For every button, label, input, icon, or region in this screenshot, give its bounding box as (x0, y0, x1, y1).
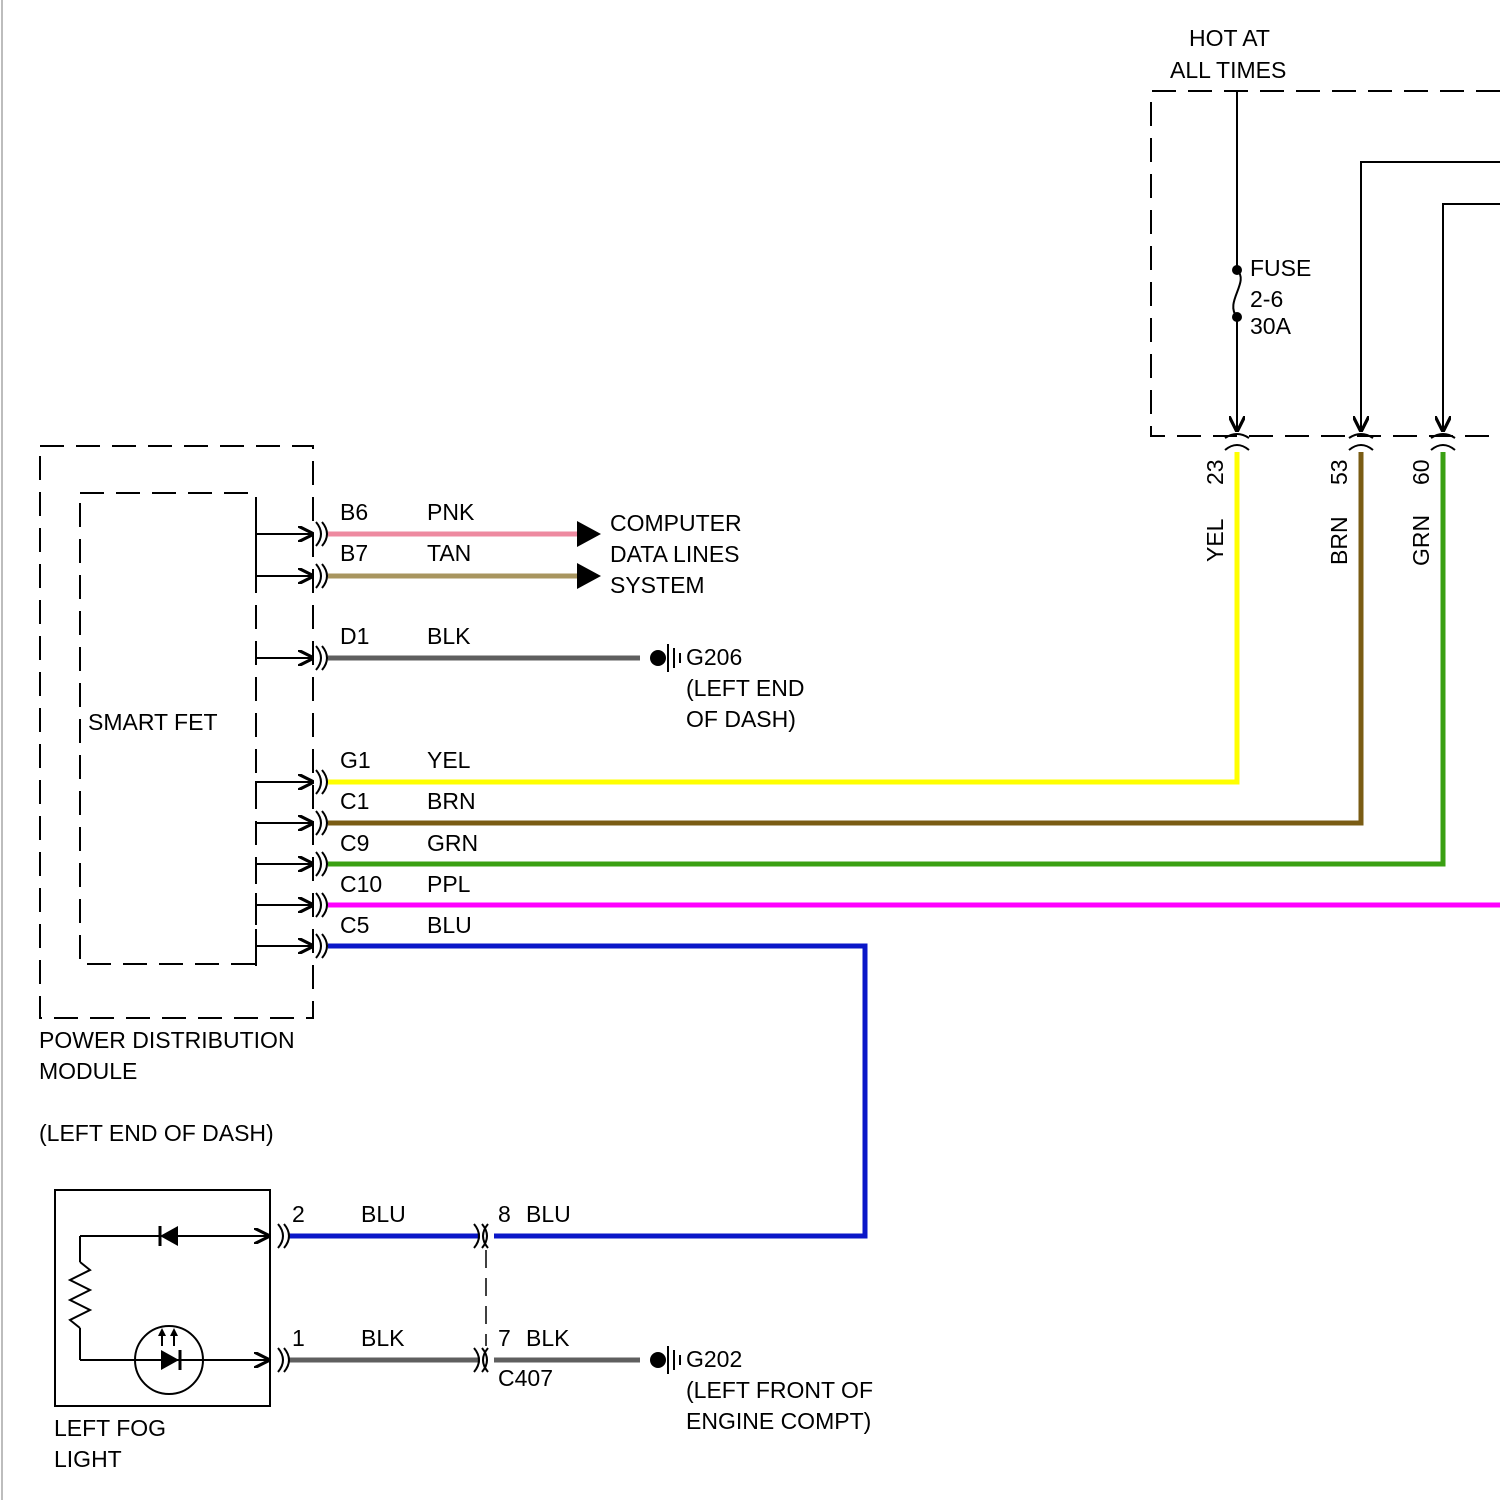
ground-g202: G202 (LEFT FRONT OF ENGINE COMPT) (650, 1346, 873, 1434)
fog-terminal-2 (278, 1224, 289, 1248)
internal-circuit-brn (1361, 162, 1500, 432)
fuse-box-outline (1151, 91, 1500, 436)
fuse-symbol (1233, 270, 1241, 317)
module-feed-c1 (256, 823, 314, 843)
fuse-pin-number: 23 (1202, 459, 1228, 485)
pin-label: B7 (340, 540, 368, 566)
wire-color-label: TAN (427, 540, 471, 566)
ground-dot (650, 1352, 666, 1368)
all-times-label: ALL TIMES (1170, 57, 1286, 83)
data-lines-label-3: SYSTEM (610, 572, 705, 598)
module-feed-c5 (256, 946, 314, 966)
internal-circuit-grn (1443, 204, 1500, 432)
fog-terminal-1 (278, 1348, 289, 1372)
fog-light-name-2: LIGHT (54, 1446, 122, 1472)
fuse-rating: 30A (1250, 313, 1292, 339)
module-terminal-c5 (316, 934, 327, 958)
module-feed-g1 (256, 782, 314, 802)
fuse-box: HOT AT ALL TIMES FUSE 2-6 30A 23 YEL 53 … (1151, 25, 1500, 566)
wire-color-label: BLK (427, 623, 471, 649)
module-terminal-d1 (316, 646, 327, 670)
module-feed-b7 (256, 556, 314, 576)
wires (288, 452, 1500, 1360)
left-fog-light: LEFT FOG LIGHT 2 BLU 1 BLK (54, 1190, 406, 1472)
fuse-label: FUSE (1250, 255, 1311, 281)
module-terminal-c10 (316, 893, 327, 917)
ground-location-1: (LEFT END (686, 675, 804, 701)
power-distribution-module: SMART FET POWER DISTRIBUTION MODULE (LEF… (39, 446, 327, 1146)
module-feed-c10 (256, 905, 314, 925)
module-terminal-g1 (316, 770, 327, 794)
pin-label: 2 (292, 1201, 305, 1227)
wire-color-label: BLU (427, 912, 472, 938)
fuse-pin-color: GRN (1408, 515, 1434, 566)
connector-pin-label: 7 (498, 1325, 511, 1351)
ground-location-1: (LEFT FRONT OF (686, 1377, 873, 1403)
module-terminal-b7 (316, 564, 327, 588)
diode-icon (160, 1226, 178, 1246)
pin-label: C5 (340, 912, 369, 938)
wire-color-label: BLK (526, 1325, 570, 1351)
pin-label: B6 (340, 499, 368, 525)
ground-dot (650, 650, 666, 666)
wire-color-label: BRN (427, 788, 476, 814)
wire-color-label: BLU (526, 1201, 571, 1227)
wire-color-label: PNK (427, 499, 475, 525)
wire-c5-blu (328, 946, 865, 1236)
pin-label: C9 (340, 830, 369, 856)
module-pin-labels: B6 PNK B7 TAN D1 BLK G1 YEL C1 BRN C9 GR… (340, 499, 478, 938)
fog-light-name-1: LEFT FOG (54, 1415, 166, 1441)
wire-color-label: YEL (427, 747, 471, 773)
fuse-number: 2-6 (1250, 286, 1283, 312)
resistor-icon (70, 1262, 90, 1328)
fuse-pin-color: BRN (1326, 516, 1352, 565)
module-feed-b6 (256, 514, 314, 534)
ground-id: G206 (686, 644, 742, 670)
fuse-pin-color: YEL (1202, 518, 1228, 562)
module-feed-c9 (256, 864, 314, 884)
pin-label: C1 (340, 788, 369, 814)
module-location: (LEFT END OF DASH) (39, 1120, 274, 1146)
ground-id: G202 (686, 1346, 742, 1372)
wire-c1-brn (328, 452, 1361, 823)
ground-g206: G206 (LEFT END OF DASH) (650, 644, 804, 732)
module-terminal-b6 (316, 522, 327, 546)
wire-color-label: GRN (427, 830, 478, 856)
fuse-pin-number: 60 (1408, 459, 1434, 485)
data-lines-label-2: DATA LINES (610, 541, 740, 567)
fuse-pin-number: 53 (1326, 459, 1352, 485)
data-lines-reference: COMPUTER DATA LINES SYSTEM (577, 510, 742, 598)
pin-label: D1 (340, 623, 369, 649)
wire-color-label: PPL (427, 871, 471, 897)
smart-fet-label: SMART FET (88, 709, 218, 735)
data-line-arrow-b7 (577, 563, 601, 589)
wire-color-label: BLK (361, 1325, 405, 1351)
module-name-line1: POWER DISTRIBUTION (39, 1027, 295, 1053)
connector-pin-label: 8 (498, 1201, 511, 1227)
connector-id: C407 (498, 1365, 553, 1391)
pin-label: 1 (292, 1325, 305, 1351)
module-name-line2: MODULE (39, 1058, 137, 1084)
module-terminal-c1 (316, 811, 327, 835)
data-line-arrow-b6 (577, 521, 601, 547)
pin-label: C10 (340, 871, 382, 897)
ground-location-2: ENGINE COMPT) (686, 1408, 871, 1434)
pin-label: G1 (340, 747, 371, 773)
hot-at-label: HOT AT (1189, 25, 1270, 51)
data-lines-label-1: COMPUTER (610, 510, 742, 536)
ground-location-2: OF DASH) (686, 706, 796, 732)
wire-color-label: BLU (361, 1201, 406, 1227)
module-terminal-c9 (316, 852, 327, 876)
